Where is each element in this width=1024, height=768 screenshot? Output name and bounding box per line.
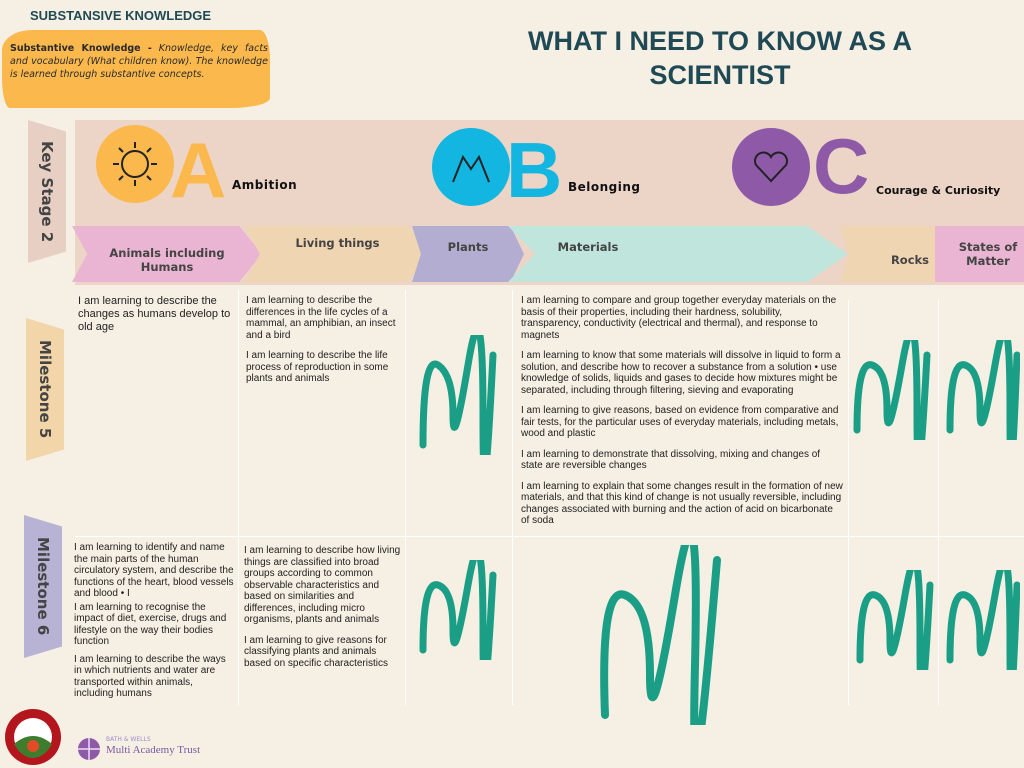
divider xyxy=(848,300,849,705)
milestone-6-label: Milestone 6 xyxy=(24,515,62,658)
heart-hands-icon xyxy=(732,128,810,206)
divider xyxy=(75,536,1024,537)
topic-states-of-matter: States of Matter xyxy=(935,226,1024,282)
key-stage-label: Key Stage 2 xyxy=(28,120,66,263)
school-logo xyxy=(5,709,61,765)
topic-label: States of Matter xyxy=(958,240,1018,268)
not-applicable-squiggle-icon xyxy=(946,340,1020,440)
objective: I am learning to demonstrate that dissol… xyxy=(521,448,821,472)
objective: I am learning to explain that some chang… xyxy=(521,480,843,527)
trust-top-text: BATH & WELLS xyxy=(106,736,151,743)
key-stage-text: Key Stage 2 xyxy=(38,140,56,243)
m6-animals-cell: I am learning to identify and name the m… xyxy=(74,542,234,709)
letter-c: C xyxy=(813,122,870,210)
fist-icon xyxy=(96,125,174,203)
value-ambition: Ambition xyxy=(232,178,298,192)
not-applicable-squiggle-icon xyxy=(419,335,497,455)
divider xyxy=(405,290,406,705)
value-belonging: Belonging xyxy=(568,180,641,194)
objective: I am learning to know that some material… xyxy=(521,350,841,396)
objective: I am learning to recognise the impact of… xyxy=(74,601,227,648)
m5-living-cell: I am learning to describe the difference… xyxy=(246,295,398,394)
trust-star-logo xyxy=(78,738,100,760)
topic-rocks: Rocks xyxy=(840,226,950,282)
page-title: WHAT I NEED TO KNOW AS A SCIENTIST xyxy=(528,26,912,90)
divider xyxy=(238,290,239,705)
objective: I am learning to give reasons, based on … xyxy=(521,405,839,439)
letter-b: B xyxy=(506,126,563,214)
divider xyxy=(512,290,513,705)
definition: Substantive Knowledge - Knowledge, key f… xyxy=(10,42,268,81)
topic-materials: Materials xyxy=(508,226,848,282)
objective: I am learning to compare and group toget… xyxy=(521,295,837,341)
objective: I am learning to describe the ways in wh… xyxy=(74,653,226,700)
definition-term: Substantive Knowledge - xyxy=(10,43,152,54)
milestone-5-label: Milestone 5 xyxy=(26,318,64,461)
topic-animals: Animals including Humans xyxy=(72,226,262,282)
not-applicable-squiggle-icon xyxy=(856,570,934,670)
topic-label: Plants xyxy=(447,240,489,254)
objective: I am learning to give reasons for classi… xyxy=(244,634,388,669)
objective: I am learning to describe the life proce… xyxy=(246,350,389,384)
objective: I am learning to describe how living thi… xyxy=(244,545,401,625)
m6-living-cell: I am learning to describe how living thi… xyxy=(244,545,402,678)
not-applicable-squiggle-icon xyxy=(946,570,1020,670)
topic-living-things: Living things xyxy=(245,226,430,282)
divider xyxy=(938,300,939,705)
m5-materials-cell: I am learning to compare and group toget… xyxy=(521,295,843,536)
not-applicable-squiggle-icon xyxy=(600,545,721,725)
topic-plants: Plants xyxy=(412,226,524,282)
topic-label: Materials xyxy=(557,240,619,254)
topic-label: Living things xyxy=(295,236,380,250)
pinky-promise-icon xyxy=(432,128,510,206)
objective: I am learning to describe the difference… xyxy=(246,295,396,341)
definition-text: Knowledge, key facts and vocabulary (Wha… xyxy=(10,43,268,80)
value-courage-curiosity: Courage & Curiosity xyxy=(876,184,1001,197)
section-title: SUBSTANSIVE KNOWLEDGE xyxy=(30,8,212,23)
milestone-5-text: Milestone 5 xyxy=(36,340,54,439)
highlight-blob xyxy=(2,30,270,108)
topic-label: Rocks xyxy=(890,253,930,267)
trust-name: Multi Academy Trust xyxy=(106,744,201,756)
m5-animals-cell: I am learning to describe the changes as… xyxy=(78,295,233,343)
milestone-6-text: Milestone 6 xyxy=(34,537,52,636)
not-applicable-squiggle-icon xyxy=(853,340,931,440)
letter-a: A xyxy=(170,126,227,214)
objective: I am learning to describe the changes as… xyxy=(78,295,231,333)
not-applicable-squiggle-icon xyxy=(419,560,497,660)
objective: I am learning to identify and name the m… xyxy=(74,542,234,599)
topic-label: Animals including Humans xyxy=(109,246,225,274)
